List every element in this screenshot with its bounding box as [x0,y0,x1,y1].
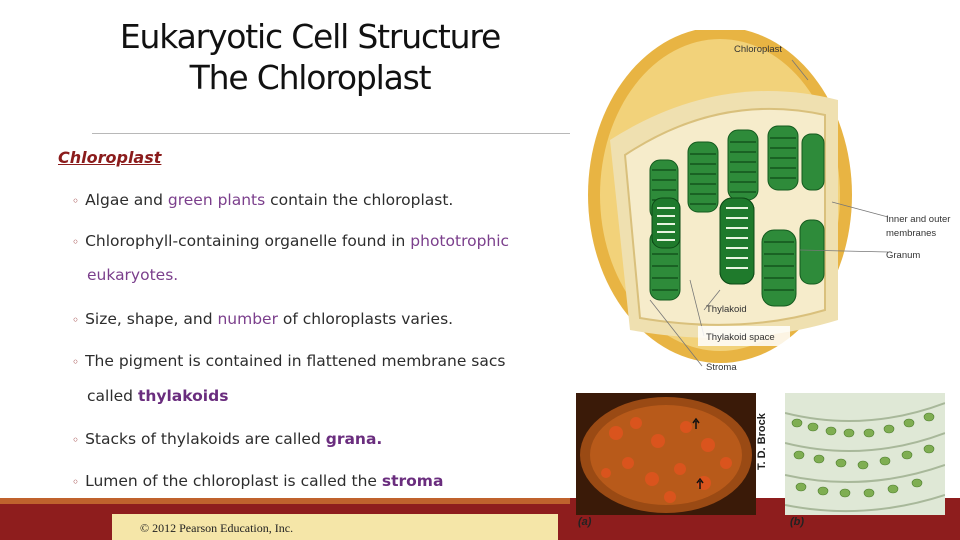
bullet-marker-icon: ◦ [72,194,80,208]
title-line-2: The Chloroplast [189,58,432,97]
bullet-4-cont-a: called [87,387,138,405]
bullet-marker-icon: ◦ [72,313,80,327]
grana-stacks [649,125,825,307]
chloroplast-diagram [570,30,960,390]
bullet-1-text-c: contain the chloroplast. [265,191,454,209]
label-stroma: Stroma [706,362,737,373]
label-inner-outer-2: membranes [886,228,937,239]
bullet-6-text-a: Lumen of the chloroplast is called the [85,472,382,490]
bullet-3-text-a: Size, shape, and [85,310,218,328]
bullet-5-text-b: grana. [325,430,383,448]
section-heading: Chloroplast [58,148,162,167]
bullet-2: ◦ Chlorophyll-containing organelle found … [72,231,509,252]
label-chloroplast: Chloroplast [734,44,783,55]
micrograph-b [785,393,945,515]
title-divider [92,133,572,134]
bullet-1: ◦ Algae and green plants contain the chlo… [72,190,453,211]
label-granum: Granum [886,250,921,261]
bullet-4-text-a: The pigment is contained in flattened me… [85,352,506,370]
bullet-1-text-a: Algae and [85,191,168,209]
bullet-5-text-a: Stacks of thylakoids are called [85,430,326,448]
copyright-box: © 2012 Pearson Education, Inc. [112,514,558,540]
caption-b: (b) [790,516,805,528]
slide-title: Eukaryotic Cell Structure The Chloroplas… [90,16,530,98]
bullet-3-text-c: of chloroplasts varies. [277,310,454,328]
photo-credit: T. D. Brock [756,413,768,470]
copyright-text: © 2012 Pearson Education, Inc. [140,521,294,535]
micrograph-a [576,393,756,515]
bullet-2-text-b: -containing organelle found in [172,232,411,250]
bullet-1-text-b: green plants [167,191,266,209]
bullet-6-text-b: stroma [381,472,444,490]
label-inner-outer-1: Inner and outer [886,214,951,225]
bullet-4: ◦ The pigment is contained in flattened m… [72,351,505,372]
title-line-1: Eukaryotic Cell Structure [119,17,501,56]
bullet-6: ◦Lumen of the chloroplast is called the … [72,471,443,492]
bullet-4-cont-b: thylakoids [137,387,229,405]
bullet-3: ◦ Size, shape, and number of chloroplasts… [72,309,453,330]
caption-a: (a) [578,516,592,528]
bullet-marker-icon: ◦ [72,433,80,447]
bullet-marker-icon: ◦ [72,475,80,489]
bullet-5: ◦ Stacks of thylakoids are called grana. [72,429,382,450]
bullet-3-text-b: number [217,310,278,328]
label-thylakoid-space: Thylakoid space [706,332,775,343]
bullet-2-text-c: phototrophic [410,232,510,250]
bullet-marker-icon: ◦ [72,235,80,249]
bullet-2-continuation: eukaryotes. [87,266,179,284]
bullet-4-continuation: called thylakoids [87,387,228,405]
footer-accent-strip [0,498,570,504]
bullet-marker-icon: ◦ [72,355,80,369]
bullet-2-text-a: Chlorophyll [85,232,173,250]
label-thylakoid: Thylakoid [706,304,747,315]
